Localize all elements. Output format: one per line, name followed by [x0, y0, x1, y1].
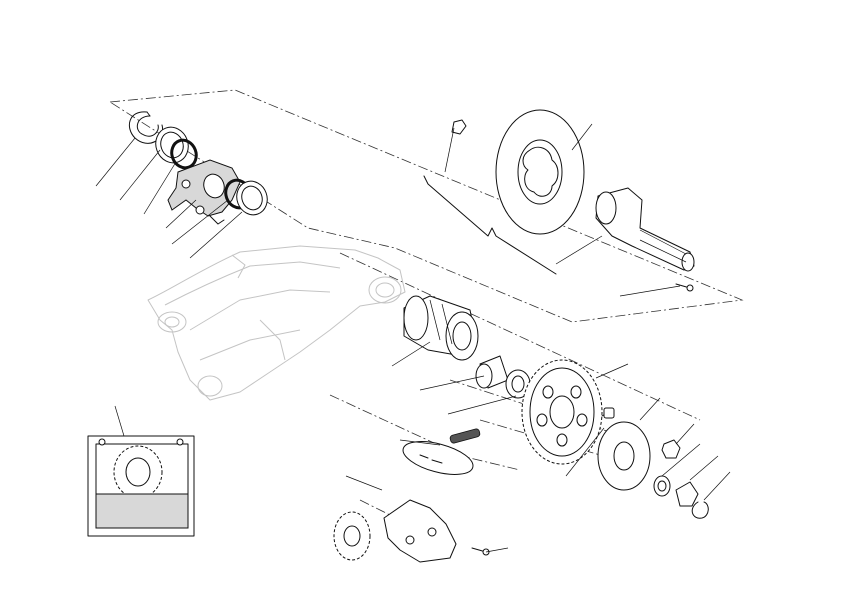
sprocket-detail-inset — [87, 435, 195, 537]
snap-ring — [691, 501, 709, 519]
spacer-ring — [155, 126, 189, 164]
bearing — [475, 355, 509, 389]
sprocket-cover — [383, 499, 457, 563]
chain-link — [449, 428, 481, 444]
leader-lines — [95, 123, 731, 553]
wheel-nut — [675, 481, 699, 507]
spacer-ring — [236, 180, 268, 216]
caliper-bracket — [167, 159, 241, 225]
washer — [653, 475, 671, 497]
group-bracket — [423, 175, 557, 275]
o-ring — [170, 138, 198, 170]
brake-disc — [495, 109, 585, 235]
axle-screw — [675, 283, 694, 292]
nut — [661, 439, 681, 459]
eccentric-hub — [403, 295, 479, 361]
swingarm — [147, 245, 406, 401]
rear-axle-shaft — [595, 187, 695, 272]
sprocket-flange — [597, 409, 651, 491]
chain-link-kit — [402, 441, 474, 475]
brake-disc-screw — [451, 119, 467, 135]
front-sprocket — [333, 511, 371, 561]
flange-stud — [603, 407, 615, 419]
cover-screw — [471, 547, 490, 556]
rear-sprocket — [521, 359, 603, 465]
